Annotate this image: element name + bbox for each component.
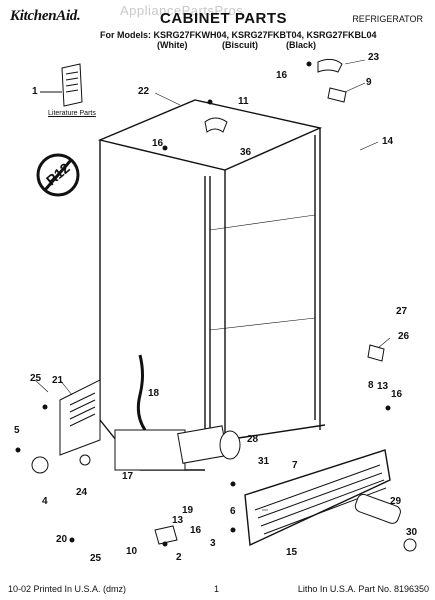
roller-assembly	[31, 454, 178, 545]
callout-27: 27	[396, 306, 408, 317]
cabinet-body	[97, 99, 326, 471]
callout-5: 5	[14, 425, 20, 436]
callout-25: 25	[30, 373, 42, 384]
model-list: For Models: KSRG27FKWH04, KSRG27FKBT04, …	[100, 30, 377, 40]
compressor-components	[114, 425, 241, 471]
callout-29: 29	[390, 496, 402, 507]
color-biscuit: (Biscuit)	[222, 40, 258, 50]
callout-16c: 16	[391, 389, 403, 400]
callout-1: 1	[32, 86, 38, 97]
literature-booklet	[40, 63, 83, 107]
callout-18: 18	[148, 388, 160, 399]
callout-2: 2	[176, 552, 182, 563]
bottom-hinge	[367, 344, 385, 362]
hinge-cover	[317, 58, 343, 73]
callout-22: 22	[138, 86, 150, 97]
callout-14: 14	[382, 136, 394, 147]
callout-11: 11	[238, 96, 249, 107]
hinge-bracket	[327, 87, 347, 103]
callout-13: 13	[377, 381, 389, 392]
rear-vent-panel	[59, 379, 101, 456]
callout-13b: 13	[172, 515, 184, 526]
callout-6: 6	[230, 506, 236, 517]
screws	[15, 61, 391, 547]
callout-26: 26	[398, 331, 410, 342]
literature-label: Literature Parts	[48, 110, 96, 117]
callout-7: 7	[292, 460, 298, 471]
page-title: CABINET PARTS	[160, 10, 288, 27]
drain-tube	[136, 354, 147, 431]
callout-19: 19	[182, 505, 194, 516]
water-filter	[354, 493, 401, 524]
callout-20: 20	[56, 534, 68, 545]
callout-4: 4	[42, 496, 48, 507]
document-type: REFRIGERATOR	[352, 14, 423, 24]
brand-logo: KitchenAid.	[10, 8, 81, 24]
color-black: (Black)	[286, 40, 317, 50]
callout-24: 24	[76, 487, 88, 498]
callout-23: 23	[368, 52, 380, 63]
callout-16d: 16	[190, 525, 202, 536]
callout-16b: 16	[152, 138, 164, 149]
part-number: Litho In U.S.A. Part No. 8196350	[297, 584, 429, 594]
callout-21: 21	[52, 375, 64, 386]
callout-10: 10	[126, 546, 138, 557]
callout-3: 3	[210, 538, 216, 549]
page-number: 1	[214, 584, 220, 594]
watermark: AppliancePartsPros	[120, 3, 244, 18]
callout-31: 31	[258, 456, 270, 467]
leader-lines	[34, 59, 391, 511]
top-hinge	[204, 117, 228, 133]
callout-36: 36	[240, 147, 252, 158]
exploded-parts-diagram	[15, 58, 417, 552]
callout-17: 17	[122, 471, 134, 482]
callout-28: 28	[247, 434, 259, 445]
print-info: 10-02 Printed In U.S.A. (dmz)	[8, 584, 127, 594]
color-white: (White)	[157, 40, 188, 50]
filter-cap	[403, 538, 417, 552]
callout-8: 8	[368, 380, 374, 391]
callout-16: 16	[276, 70, 288, 81]
refrigerant-badge	[36, 153, 80, 197]
callout-9: 9	[366, 77, 372, 88]
callout-30: 30	[406, 527, 418, 538]
callout-15: 15	[286, 547, 298, 558]
callout-25b: 25	[90, 553, 102, 564]
